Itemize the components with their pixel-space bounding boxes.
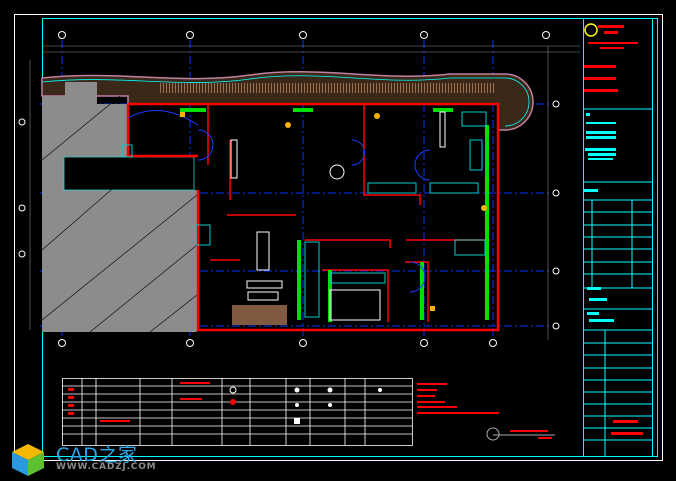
- furniture: [230, 111, 446, 321]
- neighbor-hatch-area: [41, 82, 198, 333]
- general-notes-text: [417, 383, 499, 414]
- axis-bubbles: [18, 31, 560, 347]
- watermark-url: WWW.CADZJ.COM: [56, 462, 157, 472]
- title-block: [583, 18, 653, 457]
- lighting-symbols: [180, 112, 487, 311]
- title-block-cyan-text: [584, 113, 616, 322]
- legend-white-symbols: [229, 386, 382, 424]
- terrace: [41, 71, 534, 131]
- legend-red-symbols: [68, 382, 236, 422]
- legend-table: [62, 378, 413, 446]
- watermark-brand: CAD之家: [56, 444, 138, 466]
- watermark: CAD之家 WWW.CADZJ.COM: [8, 438, 168, 478]
- outer-frame: [14, 14, 663, 461]
- door-swings: [127, 109, 431, 293]
- interior-walls: [207, 105, 490, 322]
- title-block-red-text: [584, 25, 643, 435]
- cube-logo-icon: [12, 444, 44, 476]
- drawing-title-label: [486, 427, 555, 441]
- fixtures: [121, 111, 487, 318]
- company-logo-icon: [584, 23, 598, 37]
- dimension-lines: [29, 45, 580, 340]
- exterior-walls: [126, 102, 500, 332]
- deck-boards: [232, 305, 287, 325]
